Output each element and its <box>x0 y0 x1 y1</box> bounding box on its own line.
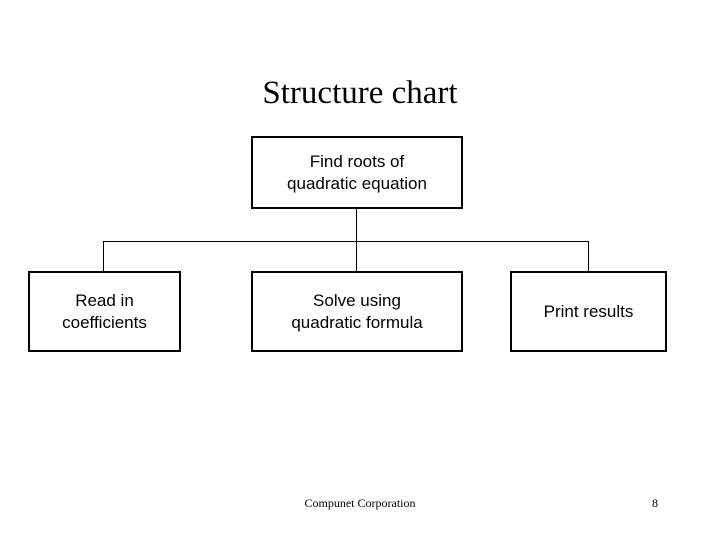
connector-drop-right <box>588 241 589 271</box>
chart-node-find-roots[interactable]: Find roots of quadratic equation <box>251 136 463 209</box>
connector-horizontal-bus <box>103 241 589 242</box>
chart-node-label: Print results <box>543 301 634 321</box>
footer-organization: Compunet Corporation <box>304 496 416 510</box>
page-title: Structure chart <box>262 75 458 111</box>
chart-node-solve-using-quadratic-formula[interactable]: Solve using quadratic formula <box>251 271 463 352</box>
chart-node-label: Read in coefficients <box>62 290 147 332</box>
chart-node-label: Find roots of quadratic equation <box>287 151 427 193</box>
footer-page-number: 8 <box>652 496 658 510</box>
connector-drop-left <box>103 241 104 271</box>
chart-node-read-in-coefficients[interactable]: Read in coefficients <box>28 271 181 352</box>
chart-node-print-results[interactable]: Print results <box>510 271 667 352</box>
chart-node-label: Solve using quadratic formula <box>291 290 423 332</box>
connector-vertical-stem <box>356 209 357 271</box>
